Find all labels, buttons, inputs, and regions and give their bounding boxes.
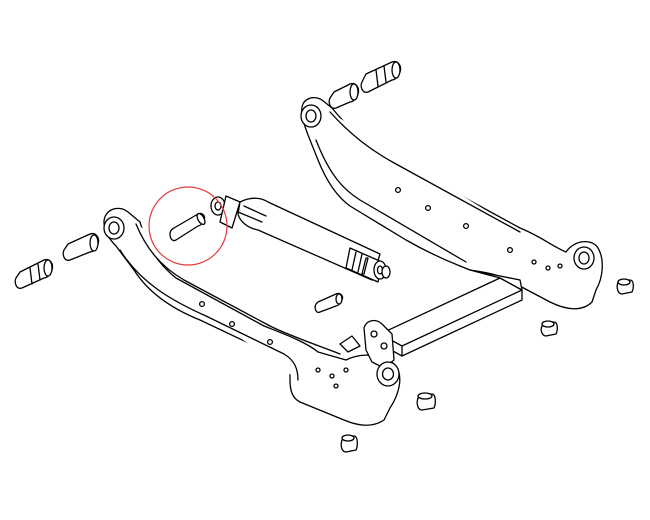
loose-pin-middle bbox=[314, 292, 344, 314]
loose-bushing-right bbox=[616, 278, 634, 295]
loose-bushing-bottom bbox=[340, 434, 358, 453]
rear-arm bbox=[300, 97, 603, 310]
shock-mount-bracket bbox=[339, 319, 400, 387]
front-arm bbox=[103, 207, 401, 426]
cross-tube bbox=[379, 269, 523, 357]
bushing-pair-left bbox=[14, 232, 100, 289]
bushing-pair-top bbox=[328, 60, 402, 109]
shock-absorber bbox=[210, 195, 391, 283]
loose-bushing-lower-right bbox=[416, 392, 436, 411]
highlight-circle bbox=[148, 186, 228, 266]
loose-bushing-center-right bbox=[540, 320, 558, 337]
small-pin bbox=[169, 212, 206, 242]
